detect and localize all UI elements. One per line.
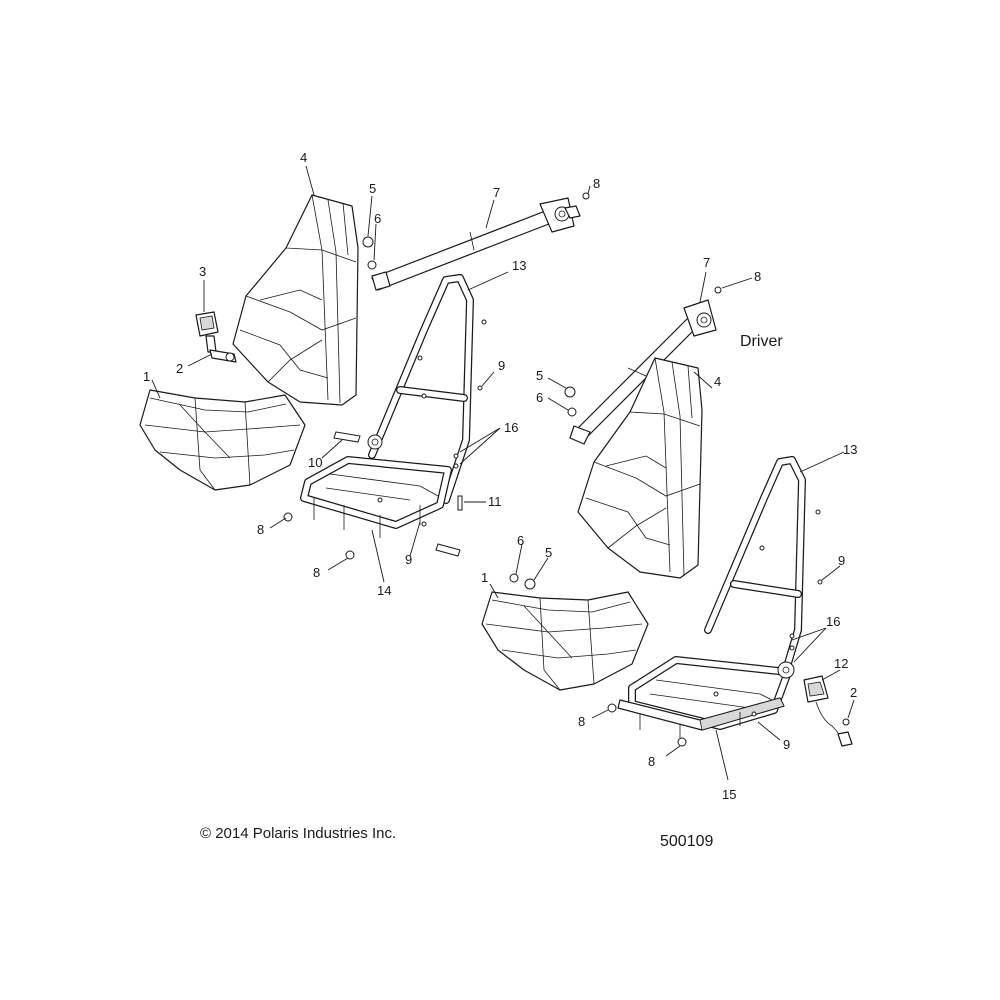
right-callout-labels: 7 8 5 6 4 13 9 6 5 1 16 12 2 8 9 8 15: [481, 255, 857, 802]
callout-right-bolt-16: 16: [826, 614, 840, 629]
right-seat-assembly: [481, 271, 855, 781]
left-seat-belt: [371, 197, 581, 291]
left-hardware: [283, 192, 590, 560]
callout-right-nut-mid: 8: [578, 714, 585, 729]
callout-left-screw: 5: [369, 181, 376, 196]
figure-number: 500109: [660, 833, 713, 850]
callout-left-seat-bottom: 1: [143, 369, 150, 384]
right-seat-back: [577, 357, 703, 579]
right-slide-rails: [617, 697, 785, 738]
callout-right-buckle: 12: [834, 656, 848, 671]
left-seat-assembly: [139, 165, 591, 583]
callout-right-seat-bottom: 1: [481, 570, 488, 585]
callout-left-buckle-anchor: 2: [176, 361, 183, 376]
right-seat-belt: [569, 299, 717, 445]
callout-right-slide-rails: 15: [722, 787, 736, 802]
left-seatbelt-buckle: [195, 311, 219, 353]
callout-left-frame: 13: [512, 258, 526, 273]
left-seat-back: [232, 194, 359, 406]
callout-left-buckle: 3: [199, 264, 206, 279]
callout-right-screw-lower: 5: [545, 545, 552, 560]
callout-right-rivet-lower: 9: [783, 737, 790, 752]
driver-side-label: Driver: [740, 333, 783, 350]
callout-right-screw: 5: [536, 368, 543, 383]
callout-right-buckle-anchor: 2: [850, 685, 857, 700]
callout-right-seat-belt: 7: [703, 255, 710, 270]
callout-left-seat-back: 4: [300, 150, 307, 165]
left-leader-lines: [151, 165, 591, 583]
callout-left-seat-belt: 7: [493, 185, 500, 200]
left-buckle-anchor: [209, 349, 237, 363]
right-hardware: [509, 286, 823, 747]
right-leader-lines: [489, 271, 855, 781]
callout-left-nut-mid: 8: [257, 522, 264, 537]
callout-left-bolt-16: 16: [504, 420, 518, 435]
left-seat-frame: [300, 274, 474, 538]
callout-left-bolt-10: 10: [308, 455, 322, 470]
callout-right-washer: 6: [536, 390, 543, 405]
left-seat-bottom: [139, 389, 306, 491]
callout-right-seat-back: 4: [714, 374, 721, 389]
callout-left-nut-lower: 8: [313, 565, 320, 580]
callout-left-bolt-11: 11: [488, 494, 502, 509]
right-seat-bottom: [481, 591, 649, 691]
left-callout-labels: 1 2 3 4 5 6 7 8 13 9 16 10 11 8 9 8 14: [143, 150, 600, 598]
callout-left-washer: 6: [374, 211, 381, 226]
right-seatbelt-buckle: [803, 675, 853, 747]
copyright-notice: © 2014 Polaris Industries Inc.: [200, 825, 396, 842]
callout-left-nut-upper: 8: [593, 176, 600, 191]
callout-right-rivet: 9: [838, 553, 845, 568]
callout-right-nut-lower: 8: [648, 754, 655, 769]
callout-right-frame: 13: [843, 442, 857, 457]
callout-right-washer-lower: 6: [517, 533, 524, 548]
callout-left-rivet-lower: 9: [405, 552, 412, 567]
callout-right-nut-upper: 8: [754, 269, 761, 284]
callout-left-rivet: 9: [498, 358, 505, 373]
callout-left-base: 14: [377, 583, 391, 598]
